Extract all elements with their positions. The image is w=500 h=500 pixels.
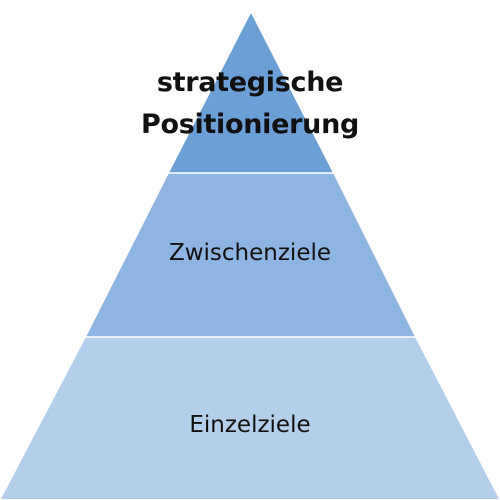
pyramid-tier-top	[169, 13, 333, 173]
pyramid-tier-middle	[86, 173, 415, 337]
pyramid-tier-bottom	[1, 337, 499, 499]
